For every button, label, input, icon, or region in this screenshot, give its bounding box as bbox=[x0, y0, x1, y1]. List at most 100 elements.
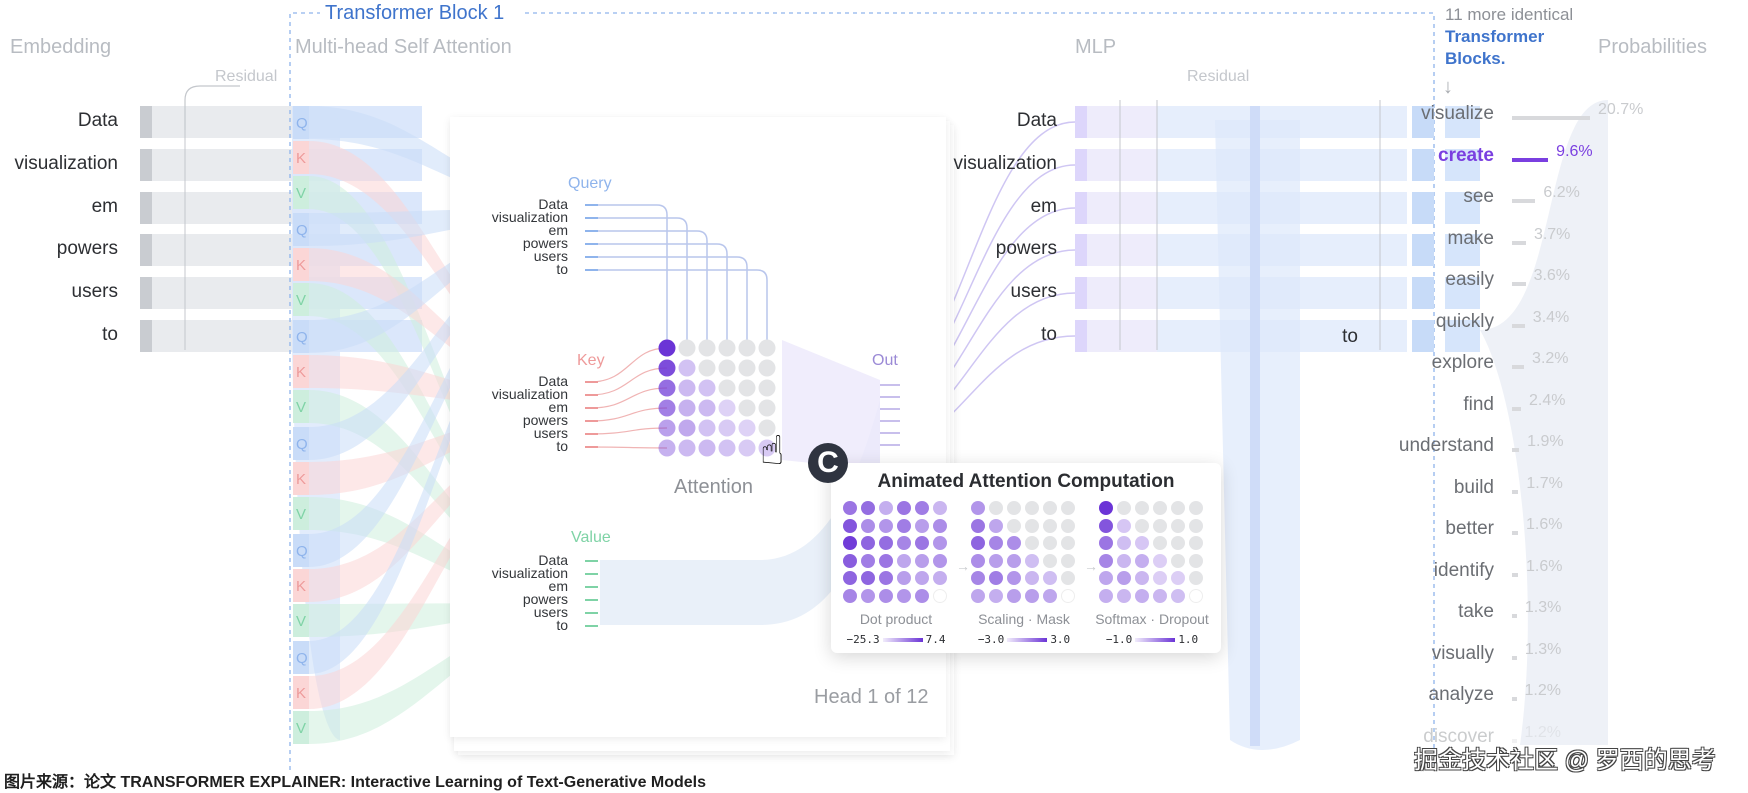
mlp-output-token[interactable]: to bbox=[1342, 326, 1358, 347]
attention-matrix-cell[interactable] bbox=[738, 419, 756, 437]
qkv-ribbon bbox=[309, 390, 560, 586]
attention-step-label: Softmax · Dropout bbox=[1095, 611, 1209, 627]
attention-matrix-cell[interactable] bbox=[738, 359, 756, 377]
attention-matrix-cell[interactable] bbox=[718, 419, 736, 437]
embedding-token[interactable]: to bbox=[102, 324, 118, 345]
attention-matrix-cell[interactable] bbox=[698, 379, 716, 397]
attention-matrix-cell[interactable] bbox=[758, 419, 776, 437]
attention-matrix-cell[interactable] bbox=[758, 359, 776, 377]
attention-matrix-cell[interactable] bbox=[758, 399, 776, 417]
attention-matrix-cell[interactable] bbox=[658, 419, 676, 437]
embedding-token[interactable]: Data bbox=[77, 110, 118, 131]
attention-matrix-cell[interactable] bbox=[698, 439, 716, 457]
block-output-vector bbox=[1412, 320, 1434, 352]
mlp-token[interactable]: users bbox=[1010, 281, 1057, 302]
attention-matrix-cell[interactable] bbox=[718, 399, 736, 417]
attention-matrix-cell[interactable] bbox=[758, 339, 776, 357]
probability-value: 3.2% bbox=[1532, 350, 1569, 367]
qkv-vector bbox=[293, 141, 309, 174]
attention-matrix-cell[interactable] bbox=[718, 439, 736, 457]
attention-matrix-cell[interactable] bbox=[658, 359, 676, 377]
key-line bbox=[589, 427, 668, 435]
attention-step-cell bbox=[915, 588, 929, 603]
next-block-vector bbox=[1445, 192, 1480, 224]
attention-step-cell bbox=[897, 518, 911, 533]
embedding-token[interactable]: users bbox=[71, 281, 118, 302]
attention-matrix-cell[interactable] bbox=[678, 359, 696, 377]
attention-matrix-cell[interactable] bbox=[718, 339, 736, 357]
section-title-mlp: MLP bbox=[1075, 36, 1117, 58]
attention-matrix-cell[interactable] bbox=[738, 339, 756, 357]
key-line bbox=[589, 367, 668, 396]
attention-matrix-cell[interactable] bbox=[738, 379, 756, 397]
head-index-label[interactable]: Head 1 of 12 bbox=[814, 686, 929, 708]
attention-matrix-cell[interactable] bbox=[658, 439, 676, 457]
attention-matrix-cell[interactable] bbox=[678, 399, 696, 417]
more-blocks-note[interactable]: 11 more identical Transformer Blocks. bbox=[1445, 4, 1573, 70]
mlp-token[interactable]: visualization bbox=[953, 153, 1058, 174]
probability-word: better bbox=[1445, 518, 1494, 539]
attention-matrix-cell[interactable] bbox=[718, 359, 736, 377]
attention-matrix-cell[interactable] bbox=[758, 439, 776, 457]
mlp-token[interactable]: powers bbox=[995, 238, 1057, 259]
attention-step-cell bbox=[1153, 536, 1167, 550]
attention-step-cell bbox=[861, 536, 875, 550]
mlp-token[interactable]: to bbox=[1041, 324, 1057, 345]
mlp-token[interactable]: Data bbox=[1016, 110, 1057, 131]
embedding-token[interactable]: visualization bbox=[14, 153, 119, 174]
query-line bbox=[590, 217, 688, 348]
attention-matrix-cell[interactable] bbox=[738, 399, 756, 417]
key-line bbox=[589, 407, 668, 422]
qkv-letter: Q bbox=[296, 543, 308, 560]
embedding-token[interactable]: powers bbox=[56, 238, 118, 259]
arrow-icon: → bbox=[956, 558, 970, 574]
attention-computation-popup[interactable]: Animated Attention Computation Dot produ… bbox=[831, 463, 1221, 653]
attention-label: Attention bbox=[674, 476, 753, 498]
attention-matrix-cell[interactable] bbox=[698, 339, 716, 357]
mlp-vector bbox=[1087, 149, 1157, 181]
attention-matrix-cell[interactable] bbox=[658, 399, 676, 417]
attention-matrix-cell[interactable] bbox=[698, 419, 716, 437]
qkv-letter: V bbox=[296, 613, 306, 630]
attention-matrix-cell[interactable] bbox=[698, 359, 716, 377]
mlp-vector bbox=[1087, 192, 1157, 224]
mlp-token[interactable]: em bbox=[1030, 196, 1057, 217]
attention-matrix-cell[interactable] bbox=[658, 379, 676, 397]
embedding-vector-cap bbox=[140, 149, 152, 181]
qkv-vector bbox=[293, 711, 309, 744]
attention-matrix-cell[interactable] bbox=[678, 379, 696, 397]
attention-matrix-cell[interactable] bbox=[678, 339, 696, 357]
attention-matrix-cell[interactable] bbox=[678, 419, 696, 437]
attention-step-cell bbox=[1061, 588, 1075, 603]
attention-step-cell bbox=[915, 518, 929, 533]
attention-matrix-cell[interactable] bbox=[718, 379, 736, 397]
attention-matrix-cell[interactable] bbox=[678, 439, 696, 457]
attention-step-cell bbox=[1117, 571, 1131, 585]
transformer-block-title[interactable]: Transformer Block 1 bbox=[321, 2, 509, 25]
scale-max: 7.4 bbox=[925, 633, 946, 646]
figure-caption: 图片来源：论文 TRANSFORMER EXPLAINER: Interacti… bbox=[4, 774, 707, 791]
attention-matrix-cell[interactable] bbox=[738, 439, 756, 457]
attention-matrix-cell[interactable] bbox=[758, 379, 776, 397]
attention-step-cell bbox=[933, 571, 947, 585]
attention-matrix-cell[interactable] bbox=[658, 339, 676, 357]
embedding-token[interactable]: em bbox=[91, 196, 118, 217]
attention-matrix-cell[interactable] bbox=[698, 399, 716, 417]
